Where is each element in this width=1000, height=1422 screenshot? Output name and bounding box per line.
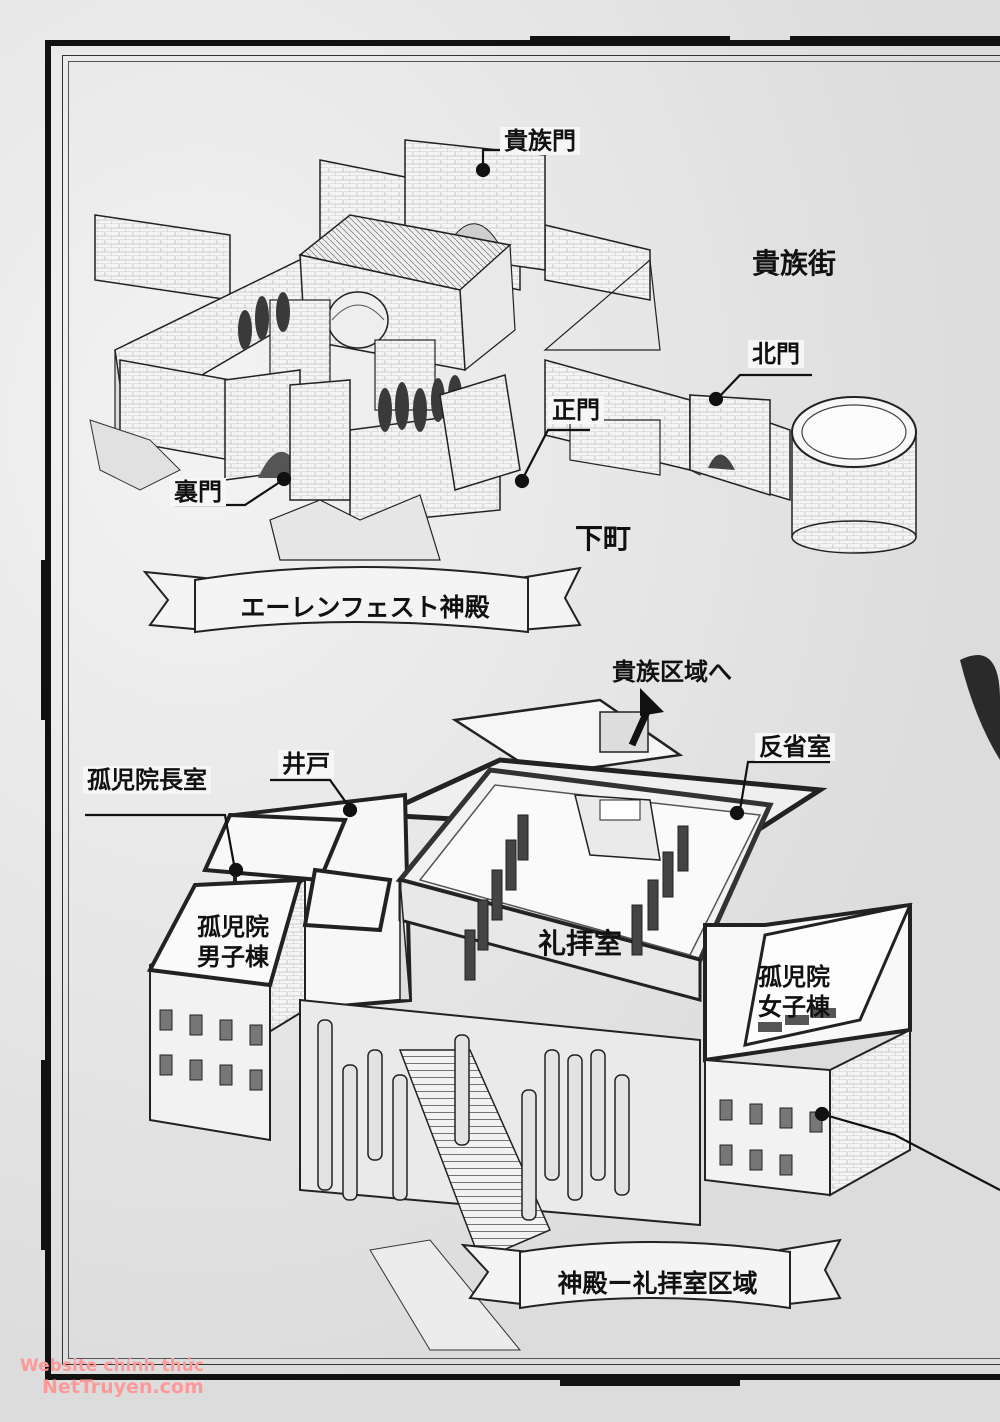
top-banner-ribbon bbox=[142, 565, 582, 634]
bottom-banner-ribbon bbox=[460, 1238, 842, 1310]
bottom-banner-title: 神殿ー礼拝室区域 bbox=[557, 1269, 758, 1298]
orphanage-girls-line1: 孤児院 bbox=[758, 963, 830, 991]
bottom-leader-lines bbox=[85, 760, 1000, 1191]
orphanage-girls-building-label: 孤児院 女子棟 bbox=[752, 962, 836, 1022]
to-noble-area-label: 貴族区域へ bbox=[612, 658, 732, 686]
lower-town-label: 下町 bbox=[575, 522, 632, 555]
orphanage-boys-line1: 孤児院 bbox=[197, 913, 269, 941]
bottom-temple-complex bbox=[146, 698, 913, 1351]
main-gate-label: 正門 bbox=[548, 396, 604, 424]
right-edge-shadow bbox=[960, 655, 1000, 760]
noble-district-label: 貴族街 bbox=[752, 247, 837, 280]
frame-tick bbox=[790, 36, 1000, 46]
frame-tick bbox=[560, 1376, 740, 1386]
page-frame-line bbox=[68, 61, 1000, 1359]
top-banner-title: エーレンフェスト神殿 bbox=[240, 593, 490, 622]
chapel-label: 礼拝室 bbox=[538, 927, 623, 960]
reflection-room-label: 反省室 bbox=[755, 733, 835, 761]
arrow-up-icon bbox=[628, 688, 664, 747]
orphanage-boys-building-label: 孤児院 男子棟 bbox=[193, 912, 273, 972]
orphanage-boys-line2: 男子棟 bbox=[197, 943, 269, 971]
top-temple-complex bbox=[89, 139, 917, 561]
noble-gate-label: 貴族門 bbox=[500, 127, 580, 155]
watermark-line1: Website chính thức bbox=[20, 1356, 204, 1376]
orphanage-director-room-label: 孤児院長室 bbox=[83, 766, 211, 794]
frame-tick bbox=[41, 560, 51, 720]
north-gate-label: 北門 bbox=[748, 340, 804, 368]
frame-tick bbox=[530, 36, 730, 46]
back-gate-label: 裏門 bbox=[170, 478, 226, 506]
watermark-line2: NetTruyen.com bbox=[42, 1376, 204, 1398]
frame-tick bbox=[41, 1060, 51, 1250]
orphanage-girls-line2: 女子棟 bbox=[758, 993, 830, 1021]
page-frame-inner bbox=[62, 55, 1000, 1365]
well-label: 井戸 bbox=[278, 750, 334, 778]
